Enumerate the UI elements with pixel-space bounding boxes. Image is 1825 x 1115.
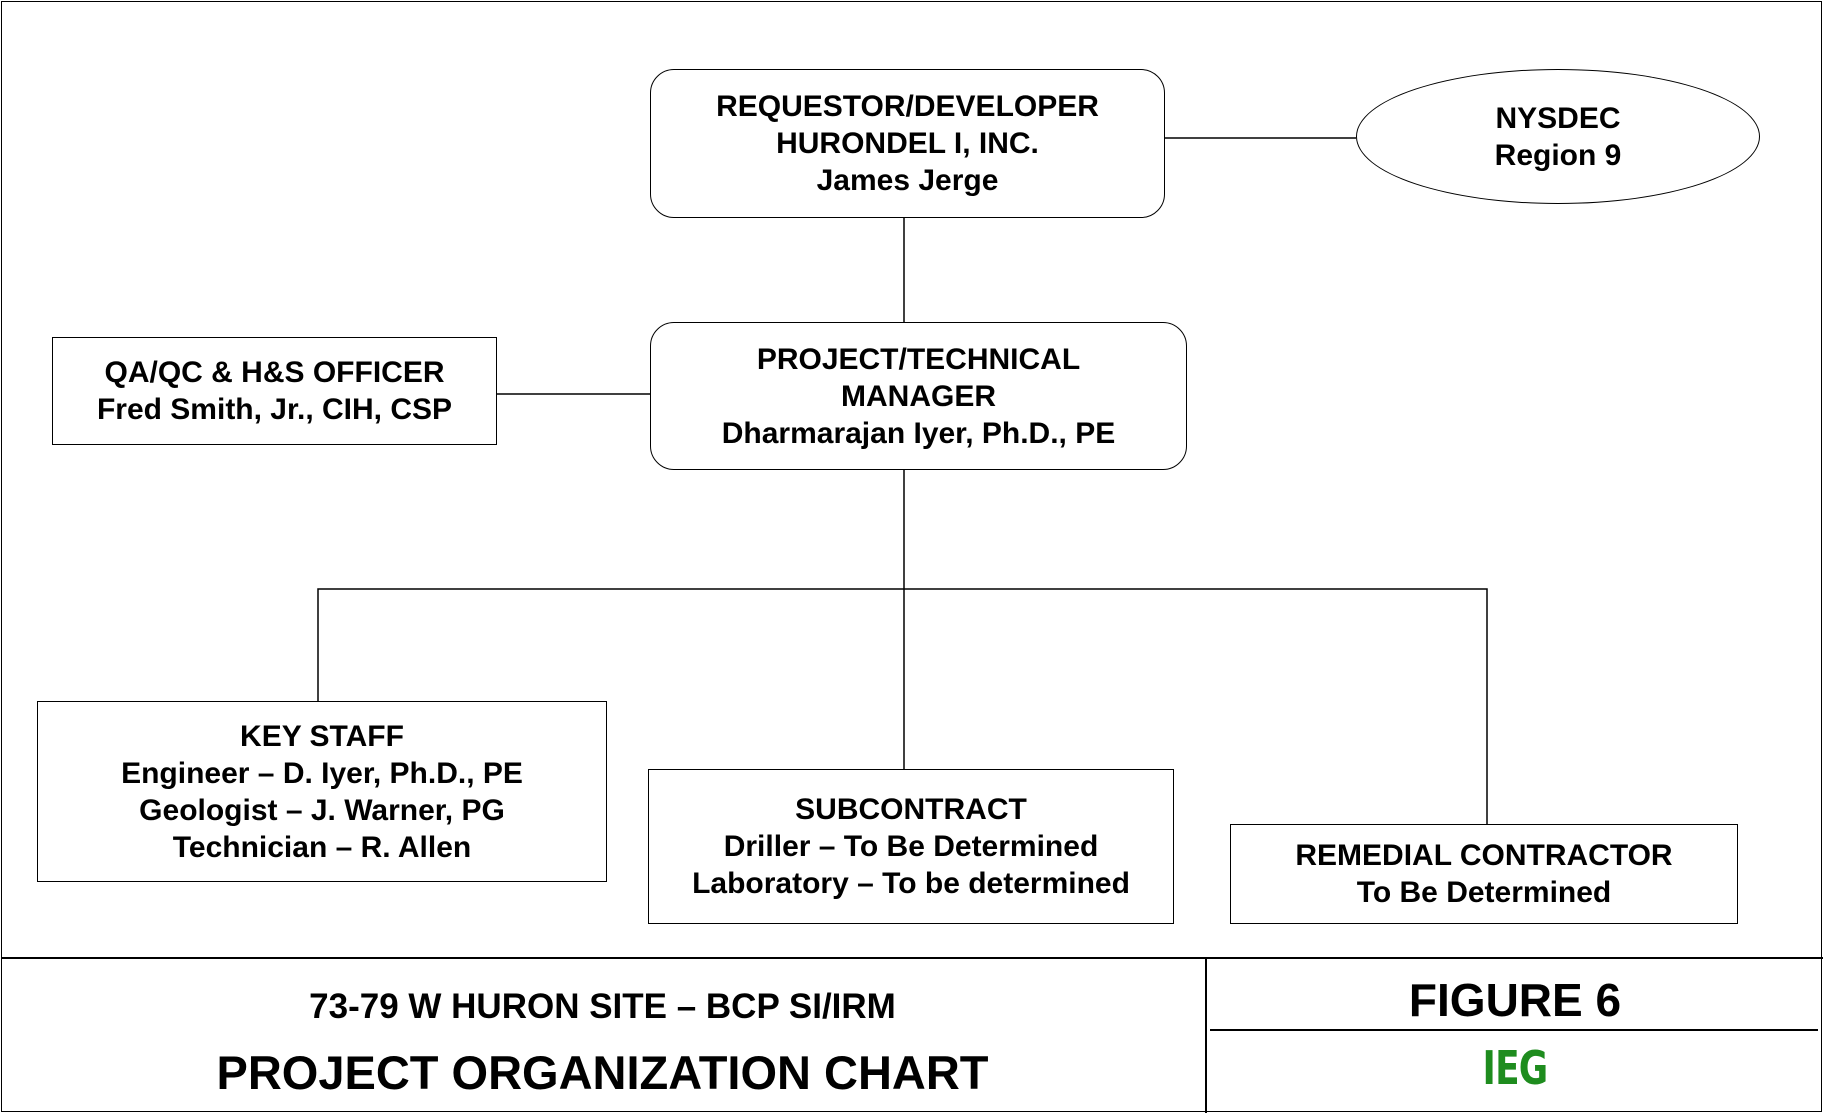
project-manager-box: PROJECT/TECHNICAL MANAGER Dharmarajan Iy… [650, 322, 1187, 470]
connector-lines [317, 137, 1488, 824]
title-block-divider [1205, 957, 1207, 1113]
subcontract-laboratory: Laboratory – To be determined [692, 867, 1130, 900]
remedial-contractor-box: REMEDIAL CONTRACTOR To Be Determined [1230, 824, 1738, 924]
requestor-role: REQUESTOR/DEVELOPER [716, 90, 1099, 123]
nysdec-region: Region 9 [1494, 138, 1622, 172]
key-staff-box: KEY STAFF Engineer – D. Iyer, Ph.D., PE … [37, 701, 607, 882]
connector-branch-bar [317, 588, 1488, 824]
subcontract-box: SUBCONTRACT Driller – To Be Determined L… [648, 769, 1174, 924]
qaqc-person: Fred Smith, Jr., CIH, CSP [96, 393, 453, 426]
key-staff-geologist: Geologist – J. Warner, PG [139, 793, 505, 827]
site-name: 73-79 W HURON SITE – BCP SI/IRM [309, 987, 896, 1026]
qaqc-role: QA/QC & H&S OFFICER [104, 356, 445, 389]
subcontract-heading: SUBCONTRACT [795, 793, 1027, 826]
key-staff-technician: Technician – R. Allen [172, 830, 472, 864]
ieg-logo: IEG [1482, 1041, 1549, 1095]
key-staff-engineer: Engineer – D. Iyer, Ph.D., PE [121, 756, 523, 790]
nysdec-name: NYSDEC [1495, 101, 1621, 135]
remedial-heading: REMEDIAL CONTRACTOR [1295, 839, 1673, 872]
manager-role-line1: PROJECT/TECHNICAL [756, 342, 1081, 376]
manager-person: Dharmarajan Iyer, Ph.D., PE [721, 416, 1116, 450]
nysdec-oval: NYSDEC Region 9 [1356, 69, 1760, 204]
figure-logo-divider [1210, 1029, 1818, 1031]
requestor-company: HURONDEL I, INC. [776, 127, 1039, 160]
qaqc-officer-box: QA/QC & H&S OFFICER Fred Smith, Jr., CIH… [52, 337, 497, 445]
key-staff-heading: KEY STAFF [240, 719, 404, 753]
manager-role-line2: MANAGER [841, 379, 996, 413]
subcontract-driller: Driller – To Be Determined [723, 830, 1099, 863]
remedial-status: To Be Determined [1356, 876, 1612, 909]
chart-title: PROJECT ORGANIZATION CHART [216, 1046, 989, 1099]
title-block-top-border [1, 957, 1823, 959]
requestor-developer-box: REQUESTOR/DEVELOPER HURONDEL I, INC. Jam… [650, 69, 1165, 218]
title-block: 73-79 W HURON SITE – BCP SI/IRM PROJECT … [0, 957, 1825, 1115]
requestor-person: James Jerge [816, 164, 999, 197]
figure-number: FIGURE 6 [1408, 974, 1622, 1026]
